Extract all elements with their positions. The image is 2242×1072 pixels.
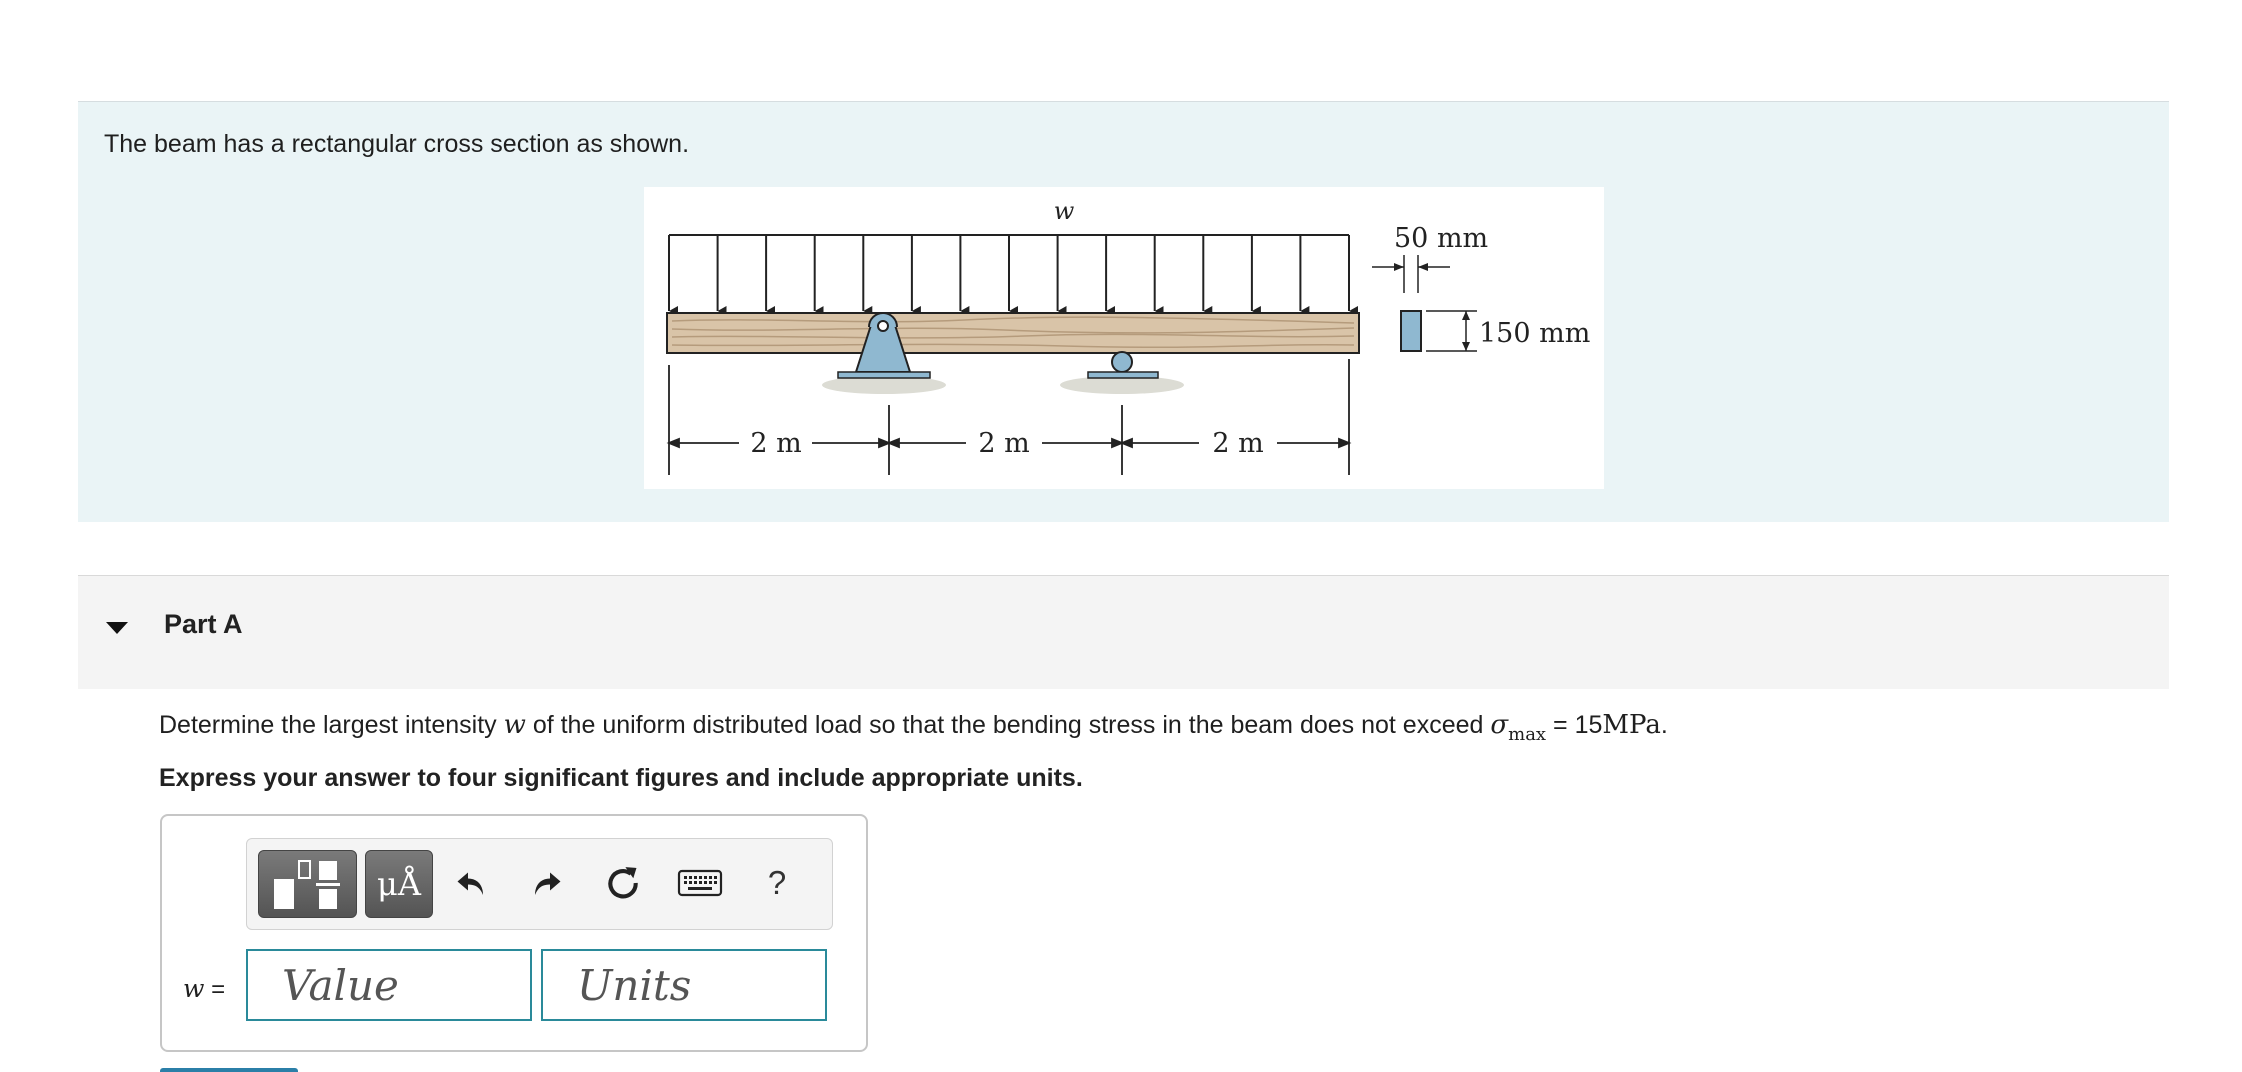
answer-box: μÅ [160, 814, 868, 1052]
span-label-1: 2 m [750, 428, 801, 459]
intro-text: The beam has a rectangular cross section… [104, 130, 690, 158]
submit-button[interactable] [160, 1068, 298, 1072]
undo-button[interactable] [449, 861, 493, 905]
templates-icon [274, 860, 340, 909]
answer-label: w = [183, 974, 225, 1004]
math-toolbar: μÅ [246, 838, 833, 930]
wooden-beam [666, 312, 1360, 354]
question-text: Determine the largest intensity w of the… [159, 710, 1668, 745]
question-suffix: . [1660, 711, 1668, 739]
sigma-symbol: σ [1490, 710, 1509, 740]
undo-icon [457, 872, 483, 895]
value-input[interactable] [246, 949, 532, 1021]
load-label: w [1054, 197, 1075, 225]
question-prefix: Determine the largest intensity [159, 711, 504, 739]
part-a-header[interactable]: Part A [78, 575, 2169, 689]
problem-intro-panel: The beam has a rectangular cross section… [78, 101, 2169, 522]
cross-section-icon [1372, 255, 1477, 352]
collapse-caret-icon[interactable] [105, 618, 129, 642]
distributed-load-arrows [668, 234, 1358, 316]
span-dimension-lines [666, 359, 1352, 475]
question-middle: of the uniform distributed load so that … [525, 711, 1491, 739]
keyboard-icon [677, 869, 723, 897]
units-input[interactable] [541, 949, 827, 1021]
help-button[interactable]: ? [767, 864, 787, 901]
beam-figure: w [644, 187, 1604, 489]
reset-button[interactable] [601, 861, 645, 905]
answer-equals: = [204, 976, 226, 1003]
sigma-subscript: max [1508, 724, 1547, 745]
span-label-2: 2 m [978, 428, 1029, 459]
question-var: w [503, 710, 526, 740]
keyboard-button[interactable] [675, 861, 725, 905]
redo-button[interactable] [525, 861, 569, 905]
redo-icon [535, 872, 561, 895]
width-dimension-label: 50 mm [1394, 223, 1488, 254]
answer-instruction: Express your answer to four significant … [159, 764, 1083, 792]
pin-support-icon [822, 312, 946, 394]
units-button-label: μÅ [377, 865, 421, 903]
reset-icon [608, 867, 638, 899]
question-unit: MPa [1602, 710, 1661, 740]
part-a-title: Part A [164, 609, 243, 639]
answer-var: w [183, 974, 205, 1003]
height-dimension-label: 150 mm [1479, 318, 1590, 349]
units-button[interactable]: μÅ [365, 850, 433, 918]
span-label-3: 2 m [1212, 428, 1263, 459]
roller-support-icon [1060, 351, 1184, 394]
question-equals: = 15 [1546, 711, 1603, 739]
templates-button[interactable] [258, 850, 357, 918]
